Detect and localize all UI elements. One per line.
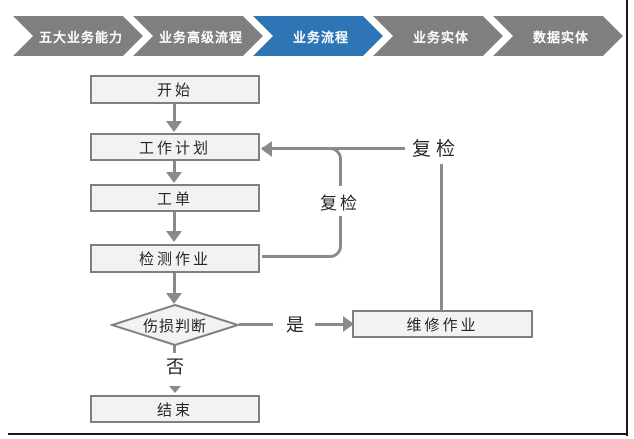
arrow-inspection-to-decision-head <box>166 293 182 304</box>
breadcrumb-item-business-entity[interactable]: 业务实体 <box>373 16 503 56</box>
diamond-shape-icon <box>108 303 242 347</box>
arrow-start-to-workplan-line <box>173 104 176 121</box>
arrow-workorder-to-inspection-line <box>173 212 176 231</box>
flow-node-label: 维修作业 <box>406 316 479 334</box>
flow-node-label: 开始 <box>156 82 193 99</box>
breadcrumb-item-high-level-process[interactable]: 业务高级流程 <box>133 16 263 56</box>
flow-node-label: 工单 <box>156 190 193 208</box>
flow-node-label: 工作计划 <box>138 139 211 157</box>
edge-yes-line-2 <box>315 323 343 326</box>
breadcrumb-label: 五大业务能力 <box>38 29 123 45</box>
edge-label-recheck-outer: 复检 <box>405 130 467 164</box>
flow-node-inspection: 检测作业 <box>90 244 260 273</box>
edge-label-recheck-inner: 复检 <box>316 186 364 216</box>
breadcrumb-label: 业务流程 <box>292 29 349 45</box>
arrow-workorder-to-inspection-head <box>166 231 182 242</box>
flow-node-label: 伤损判断 <box>142 317 207 335</box>
breadcrumb-label: 数据实体 <box>532 29 589 45</box>
edge-recheck-outer-vline <box>440 150 443 310</box>
breadcrumb-item-five-capabilities[interactable]: 五大业务能力 <box>13 16 143 56</box>
frame-right-border <box>626 0 628 436</box>
edge-label-no: 否 <box>155 354 195 378</box>
breadcrumb-item-data-entity[interactable]: 数据实体 <box>493 16 623 56</box>
edge-label-yes: 是 <box>277 312 313 336</box>
flow-node-start: 开始 <box>90 75 260 104</box>
edge-recheck-head <box>261 141 272 157</box>
arrow-workplan-to-workorder-line <box>173 161 176 172</box>
edge-recheck-outer-hline <box>266 147 443 150</box>
flow-node-work-order: 工单 <box>90 184 260 212</box>
flow-node-label: 检测作业 <box>138 251 211 268</box>
arrow-workplan-to-workorder-head <box>166 172 182 183</box>
breadcrumb-label: 业务高级流程 <box>158 29 243 45</box>
breadcrumb-item-business-process-active[interactable]: 业务流程 <box>253 16 383 56</box>
arrow-inspection-to-decision-line <box>173 273 176 293</box>
breadcrumb-label: 业务实体 <box>412 29 469 45</box>
flow-node-damage-decision: 伤损判断 <box>108 303 242 347</box>
edge-yes-line-1 <box>239 323 273 326</box>
edge-yes-head <box>343 316 354 332</box>
frame-bottom-border <box>8 433 628 435</box>
edge-no-head <box>169 386 181 393</box>
flow-node-work-plan: 工作计划 <box>90 133 260 161</box>
flow-node-label: 结束 <box>156 401 193 419</box>
arrow-start-to-workplan-head <box>166 121 182 132</box>
edge-no-stub-line <box>173 345 176 353</box>
flow-node-repair: 维修作业 <box>352 310 533 338</box>
flow-node-end: 结束 <box>90 395 260 423</box>
